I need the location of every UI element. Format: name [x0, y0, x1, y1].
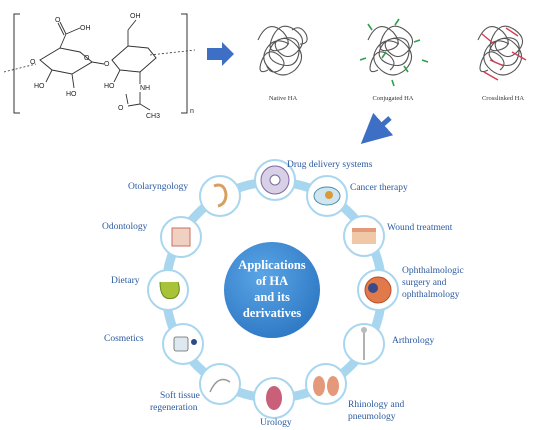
- label-odontology: Odontology: [102, 222, 148, 232]
- lungs-icon: [305, 363, 347, 405]
- tooth-icon: [160, 216, 202, 258]
- ha-structure: OH O O HO O HO O HO OH NH O CH3 n: [3, 13, 196, 120]
- center-line-4: derivatives: [243, 306, 301, 320]
- atom-nh: NH: [140, 85, 150, 92]
- atom-ho-ring1-lower: HO: [66, 91, 77, 98]
- atom-ch3: CH3: [146, 113, 160, 120]
- label-ophthalmologic-3: ophthalmology: [402, 290, 460, 300]
- right-bracket: [181, 13, 188, 114]
- label-crosslinked-ha: Crosslinked HA: [482, 95, 524, 102]
- wound-skin-icon: [343, 215, 385, 257]
- cosmetics-jar-icon: [162, 323, 204, 365]
- down-arrow-icon: [360, 112, 394, 144]
- atom-ho-ring1: HO: [34, 83, 45, 90]
- center-line-3: and its: [254, 290, 290, 304]
- center-line-2: of HA: [256, 274, 288, 288]
- atom-ho-ring2: HO: [104, 83, 115, 90]
- label-urology: Urology: [260, 418, 292, 428]
- crosslink-marks: [481, 27, 527, 81]
- repeat-subscript: n: [190, 108, 194, 115]
- label-otolaryngology: Otolaryngology: [128, 182, 188, 192]
- label-rhinology-1: Rhinology and: [348, 400, 404, 410]
- label-ophthalmologic-1: Ophthalmologic: [402, 266, 464, 276]
- label-native-ha: Native HA: [269, 95, 298, 102]
- label-soft-tissue-2: regeneration: [150, 403, 198, 413]
- atom-oh-ring2: OH: [130, 13, 141, 20]
- soft-tissue-icon: [199, 363, 241, 405]
- cancer-cell-icon: [306, 175, 348, 217]
- right-arrow-icon: [207, 42, 234, 66]
- atom-o-chain-left: O: [30, 59, 36, 66]
- label-ophthalmologic-2: surgery and: [402, 278, 447, 288]
- label-cancer-therapy: Cancer therapy: [350, 183, 408, 193]
- atom-o-acetyl: O: [118, 105, 124, 112]
- skeleton-icon: [343, 323, 385, 365]
- label-dietary: Dietary: [111, 276, 140, 286]
- label-arthrology: Arthrology: [392, 336, 434, 346]
- label-rhinology-2: pneumology: [348, 412, 396, 422]
- label-wound-treatment: Wound treatment: [387, 223, 453, 233]
- center-circle: [224, 242, 320, 338]
- kidney-icon: [253, 377, 295, 419]
- atom-o-glycosidic: O: [104, 61, 110, 68]
- atom-o-carbonyl: O: [55, 17, 61, 24]
- label-conjugated-ha: Conjugated HA: [373, 95, 414, 102]
- conjugate-marks: [359, 18, 429, 87]
- native-ha-coil: [257, 25, 308, 76]
- eye-icon: [357, 269, 399, 311]
- ear-icon: [199, 175, 241, 217]
- label-soft-tissue-1: Soft tissue: [160, 390, 200, 401]
- center-line-1: Applications: [238, 258, 306, 272]
- conjugated-ha-coil: [359, 18, 429, 87]
- atom-o-ring1: O: [84, 55, 90, 62]
- label-drug-delivery: Drug delivery systems: [287, 160, 373, 170]
- atom-oh-carboxyl: OH: [80, 25, 91, 32]
- left-bracket: [13, 13, 20, 114]
- glucosamine-ring: [111, 45, 157, 73]
- drug-delivery-liposome-icon: [254, 159, 296, 201]
- crosslinked-ha-coil: [477, 25, 527, 81]
- label-cosmetics: Cosmetics: [104, 334, 144, 344]
- stomach-icon: [147, 269, 189, 311]
